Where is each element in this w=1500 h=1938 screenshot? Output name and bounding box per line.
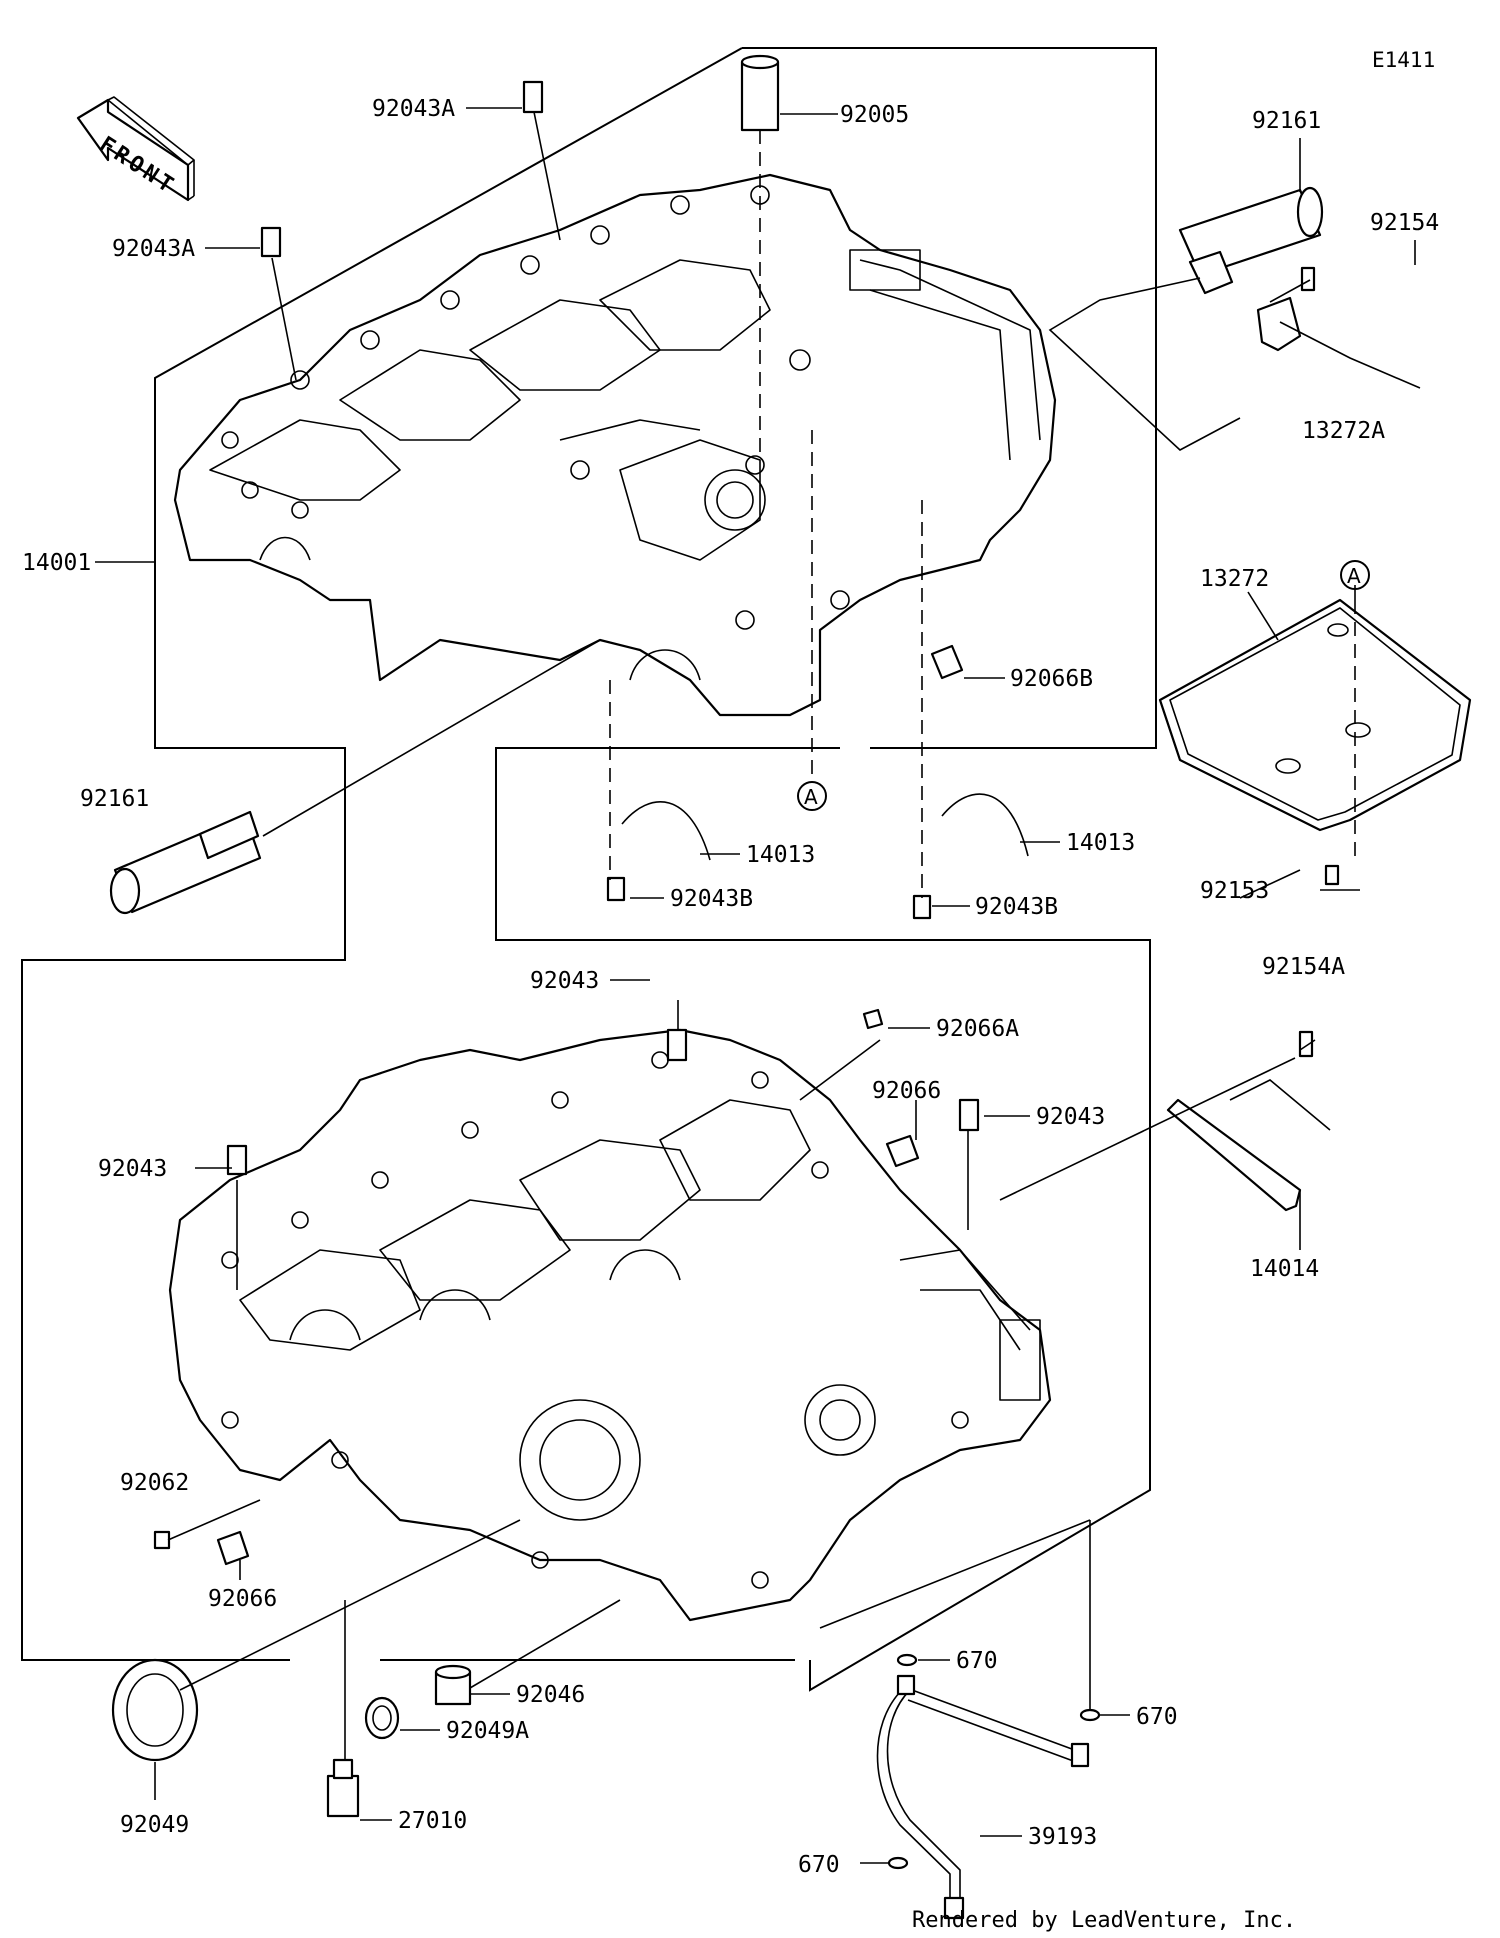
label-92049: 92049 <box>120 1812 189 1838</box>
label-92043A-upper: 92043A <box>372 96 455 122</box>
label-92043-top: 92043 <box>530 968 599 994</box>
label-92046: 92046 <box>516 1682 585 1708</box>
label-14013-right: 14013 <box>1066 830 1135 856</box>
label-13272A: 13272A <box>1302 418 1385 444</box>
label-670-right: 670 <box>1136 1704 1178 1730</box>
front-arrow-icon: FRONT <box>76 96 195 202</box>
callout-a-lower: A <box>797 781 827 811</box>
label-14001: 14001 <box>22 550 91 576</box>
gasket-13272 <box>1158 598 1472 832</box>
label-92043-right: 92043 <box>1036 1104 1105 1130</box>
label-670-top: 670 <box>956 1648 998 1674</box>
shaft-92161-left <box>109 810 262 915</box>
shaft-92161-top <box>1178 186 1324 295</box>
label-92153: 92153 <box>1200 878 1269 904</box>
label-92066-left: 92066 <box>208 1586 277 1612</box>
dowel-pins <box>226 80 980 1176</box>
label-92043B-left: 92043B <box>670 886 753 912</box>
label-27010: 27010 <box>398 1808 467 1834</box>
oil-seal-92049 <box>111 1658 199 1762</box>
label-670-bottom: 670 <box>798 1852 840 1878</box>
label-92161-top: 92161 <box>1252 108 1321 134</box>
label-92049A: 92049A <box>446 1718 529 1744</box>
footer-credit: Rendered by LeadVenture, Inc. <box>912 1908 1297 1933</box>
upper-crankcase <box>173 173 1057 717</box>
label-14013-left: 14013 <box>746 842 815 868</box>
label-14014: 14014 <box>1250 1256 1319 1282</box>
label-39193: 39193 <box>1028 1824 1097 1850</box>
label-92005: 92005 <box>840 102 909 128</box>
plugs-and-bolts <box>153 266 1340 1566</box>
bearing-92046 <box>434 1664 472 1706</box>
label-92043-left: 92043 <box>98 1156 167 1182</box>
label-92066-right: 92066 <box>872 1078 941 1104</box>
label-13272: 13272 <box>1200 566 1269 592</box>
seal-92049A <box>364 1696 400 1740</box>
oil-pipe-39193 <box>876 1653 1101 1920</box>
sensor-27010 <box>326 1758 360 1818</box>
label-92154: 92154 <box>1370 210 1439 236</box>
lower-crankcase <box>168 1028 1052 1622</box>
sleeve-92005 <box>740 54 780 132</box>
plate-14014 <box>1166 1098 1302 1212</box>
svg-text:A: A <box>804 785 818 809</box>
label-92043B-right: 92043B <box>975 894 1058 920</box>
svg-text:A: A <box>1347 564 1361 588</box>
bearing-halves-14013 <box>621 793 1029 861</box>
part-labels: 92043A 92005 92161 92043A 92154 13272A 1… <box>22 96 1439 1878</box>
label-92043A-left: 92043A <box>112 236 195 262</box>
label-92066B: 92066B <box>1010 666 1093 692</box>
callout-a-upper: A <box>1340 560 1370 590</box>
label-92154A: 92154A <box>1262 954 1345 980</box>
diagram-code: E1411 <box>1372 48 1436 72</box>
label-92062: 92062 <box>120 1470 189 1496</box>
label-92161-left: 92161 <box>80 786 149 812</box>
leader-lines <box>95 107 1421 1864</box>
stopper-13272A <box>1256 296 1302 352</box>
label-92066A: 92066A <box>936 1016 1019 1042</box>
